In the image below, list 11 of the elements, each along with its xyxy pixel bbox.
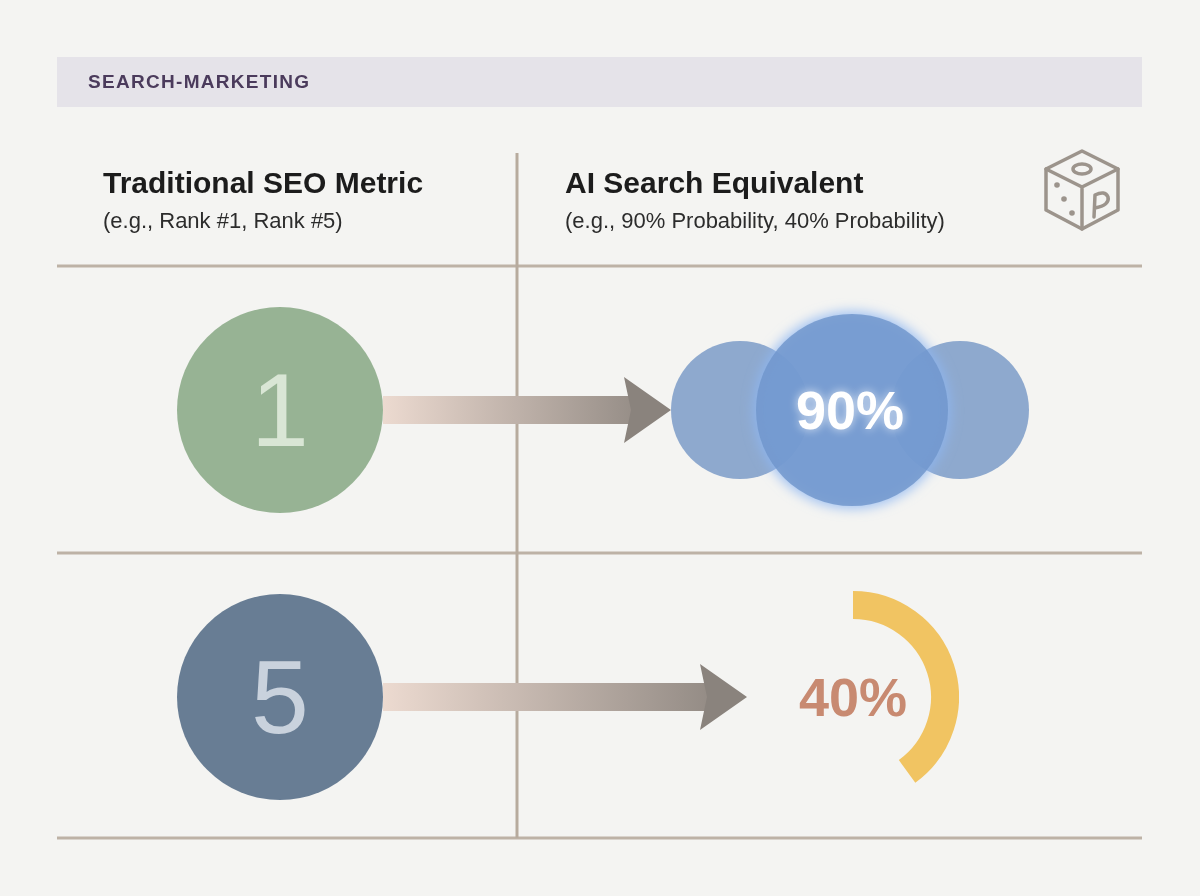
- probability-value: 90%: [795, 383, 905, 437]
- column-subheading: (e.g., 90% Probability, 40% Probability): [565, 208, 945, 235]
- column-heading: Traditional SEO Metric: [103, 166, 424, 201]
- category-banner: SEARCH-MARKETING: [57, 57, 1142, 107]
- arrow: [383, 377, 671, 443]
- arrow: [383, 664, 747, 730]
- rank-number: 1: [251, 358, 309, 462]
- column-subheading: (e.g., Rank #1, Rank #5): [103, 208, 343, 235]
- rank-number: 5: [251, 645, 309, 749]
- probability-value: 40%: [798, 670, 908, 724]
- column-heading: AI Search Equivalent: [565, 166, 864, 201]
